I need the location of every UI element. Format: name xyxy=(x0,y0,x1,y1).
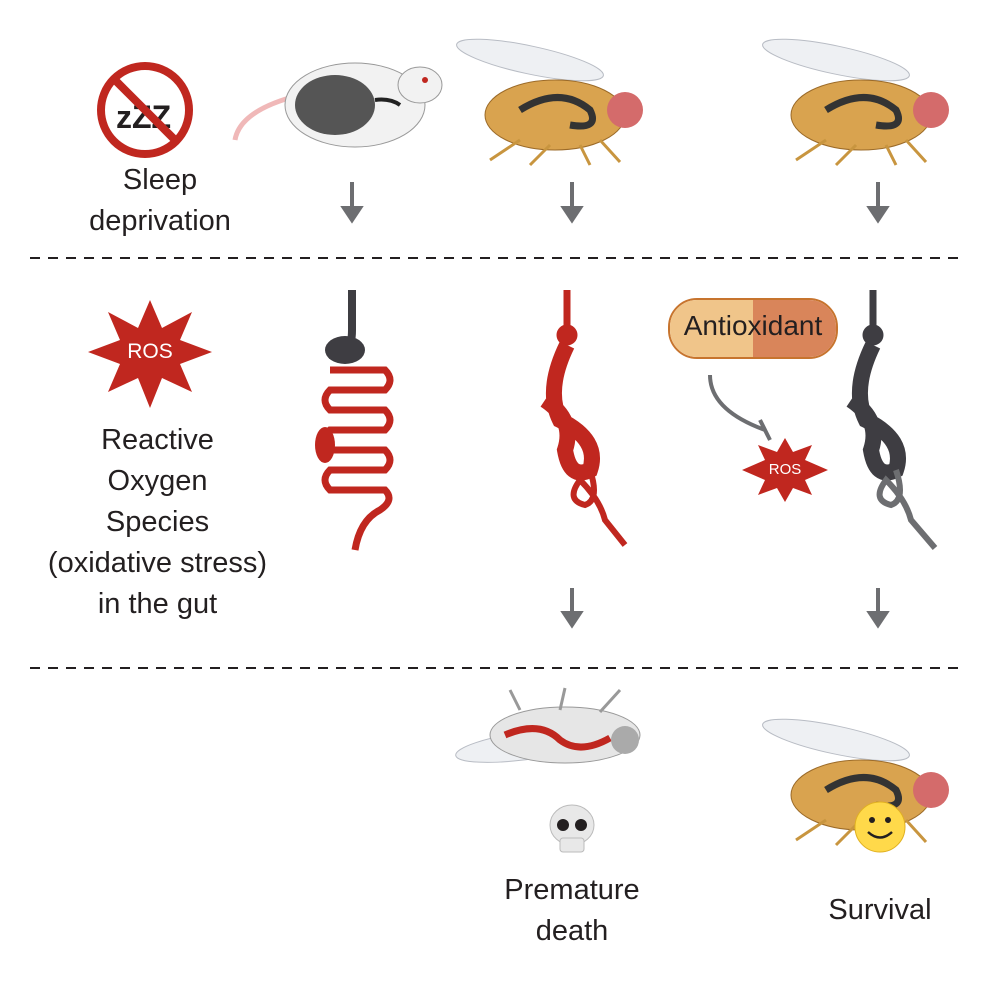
down-arrows xyxy=(340,182,890,629)
label-line: Premature xyxy=(504,874,640,906)
mouse-icon xyxy=(232,62,443,148)
label-line: Oxygen xyxy=(107,465,208,497)
label-line: Species xyxy=(105,506,210,538)
label-line: Reactive xyxy=(101,424,214,456)
ros-star-label: ROS xyxy=(127,340,173,363)
surviving-fly-icon xyxy=(760,711,949,845)
mouse-gut-icon xyxy=(315,290,394,551)
ros-star-icon xyxy=(88,300,212,408)
label-line: deprivation xyxy=(89,205,231,237)
fly-gut-red-icon xyxy=(540,290,628,547)
label-line: in the gut xyxy=(97,588,218,620)
premature-death-label: Premature death xyxy=(452,870,692,952)
sleep-deprivation-label: Sleep deprivation xyxy=(40,160,280,242)
inhibition-arrow xyxy=(708,374,766,432)
label-line: Sleep xyxy=(122,164,198,196)
small-ros-label: ROS xyxy=(768,461,802,478)
fly-gut-gray-icon xyxy=(846,290,938,550)
dead-fly-icon xyxy=(455,687,641,764)
survival-label: Survival xyxy=(828,894,932,926)
antioxidant-pill: Antioxidant xyxy=(668,298,838,359)
small-ros-star-icon xyxy=(742,438,828,502)
label-line: death xyxy=(535,915,609,947)
no-sleep-icon: zZZ xyxy=(97,62,193,158)
fly-icon xyxy=(760,31,949,165)
fly-icon xyxy=(456,38,643,167)
ros-description-label: Reactive Oxygen Species (oxidative stres… xyxy=(20,420,295,625)
smiley-icon xyxy=(854,801,906,853)
antioxidant-label: Antioxidant xyxy=(683,310,823,341)
skull-icon xyxy=(549,804,595,853)
label-line: (oxidative stress) xyxy=(47,547,268,579)
